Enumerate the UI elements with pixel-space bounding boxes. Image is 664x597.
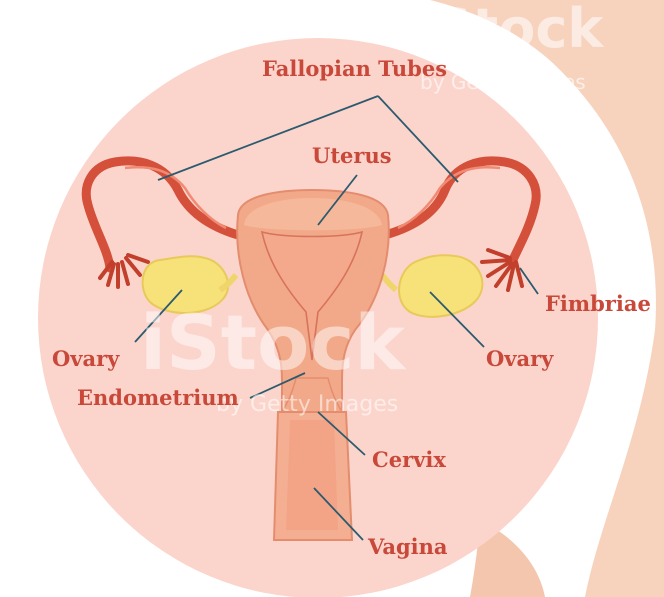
label-ovary-right: Ovary [486,348,553,369]
label-vagina: Vagina [368,536,448,557]
label-endometrium: Endometrium [77,387,239,408]
label-fallopian-tubes: Fallopian Tubes [262,58,447,79]
ovary-left-shape [143,256,229,313]
vagina-inner [286,420,338,530]
label-uterus: Uterus [312,145,392,166]
label-cervix: Cervix [372,449,446,470]
label-fimbriae: Fimbriae [545,293,651,314]
label-ovary-left: Ovary [52,348,119,369]
